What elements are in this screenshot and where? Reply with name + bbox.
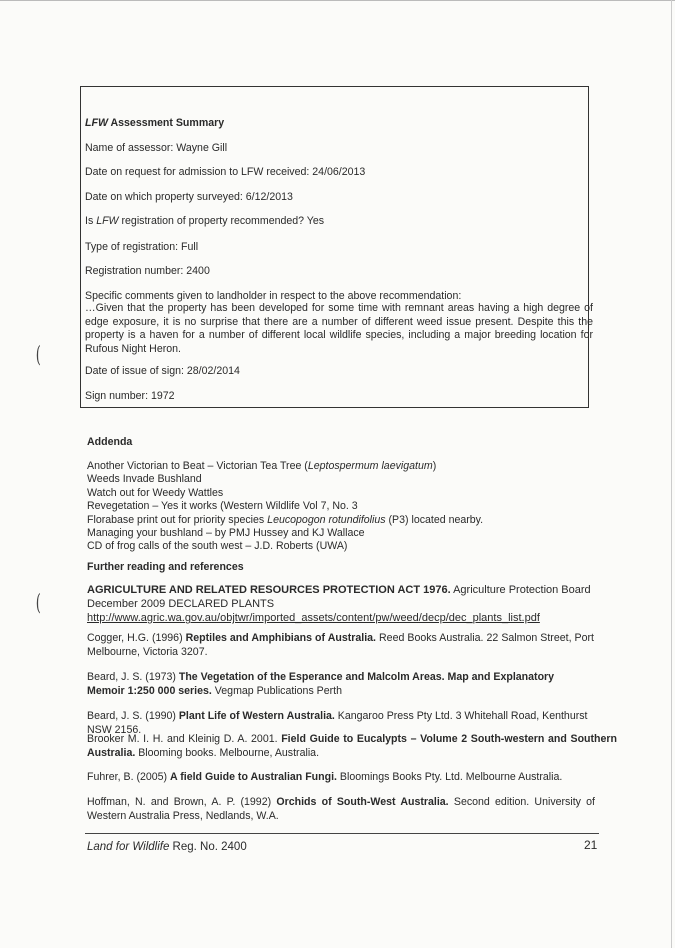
reference-pre: Hoffman, N. and Brown, A. P. (1992): [87, 796, 277, 808]
date-request: Date on request for admission to LFW rec…: [85, 166, 366, 178]
comments-heading: Specific comments given to landholder in…: [85, 290, 462, 302]
addenda-item-text: Revegetation – Yes it works (Western Wil…: [87, 500, 358, 513]
assessment-title-rest: Assessment Summary: [107, 117, 225, 129]
top-scan-edge: [0, 0, 675, 1]
reference-rest: Agriculture Protection Board: [450, 584, 591, 596]
assessment-title: LFW Assessment Summary: [85, 117, 593, 131]
addenda-item: Managing your bushland – by PMJ Hussey a…: [87, 527, 587, 540]
footer-rest: Reg. No. 2400: [169, 841, 247, 853]
recommended-italic: LFW: [96, 215, 119, 227]
reference-pre: Beard, J. S. (1990): [87, 710, 179, 722]
assessment-title-italic: LFW: [85, 117, 108, 129]
addenda-item-italic: Leucopogon rotundifolius: [267, 513, 386, 526]
sign-number: Sign number: 1972: [85, 390, 175, 402]
further-reading-heading: Further reading and references: [87, 561, 244, 573]
registration-type: Type of registration: Full: [85, 241, 199, 253]
reference-bold: Orchids of South-West Australia.: [276, 796, 449, 808]
reference-bold: The Vegetation of the Esperance and Malc…: [87, 671, 555, 697]
addenda-item-text: Another Victorian to Beat – Victorian Te…: [87, 460, 308, 472]
footer-italic: Land for Wildlife: [87, 841, 170, 853]
recommended-post: registration of property recommended? Ye…: [118, 215, 325, 227]
assessor-name: Name of assessor: Wayne Gill: [85, 142, 228, 154]
reference-post: Blooming books. Melbourne, Australia.: [135, 746, 320, 759]
reference-pre: Cogger, H.G. (1996): [87, 632, 186, 644]
right-scan-edge: [671, 0, 672, 948]
addenda-item-text: Managing your bushland – by PMJ Hussey a…: [87, 526, 365, 539]
date-surveyed: Date on which property surveyed: 6/12/20…: [85, 191, 293, 203]
addenda-item-text: Watch out for Weedy Wattles: [87, 486, 224, 499]
addenda-item: Another Victorian to Beat – Victorian Te…: [87, 460, 587, 473]
comments-body: …Given that the property has been develo…: [85, 302, 593, 355]
reference-url-link[interactable]: http://www.agric.wa.gov.au/objtwr/import…: [87, 612, 540, 625]
reference-pre: Brooker M. I. H. and Kleinig D. A. 2001.: [87, 733, 282, 745]
footer-reg: Land for Wildlife Reg. No. 2400: [87, 840, 247, 855]
reference-post: Bloomings Books Pty. Ltd. Melbourne Aust…: [336, 771, 563, 783]
reference-pre: Beard, J. S. (1973): [87, 671, 179, 683]
addenda-list: Another Victorian to Beat – Victorian Te…: [87, 460, 587, 554]
addenda-item: Revegetation – Yes it works (Western Wil…: [87, 500, 587, 513]
reference-item: Brooker M. I. H. and Kleinig D. A. 2001.…: [87, 733, 617, 760]
addenda-item-text: Florabase print out for priority species: [87, 513, 268, 526]
reference-bold: Field Guide to Eucalypts – Volume 2 Sout…: [87, 733, 617, 759]
reference-item: Beard, J. S. (1973) The Vegetation of th…: [87, 671, 594, 698]
addenda-item-text: Weeds Invade Bushland: [87, 473, 202, 486]
reference-item: AGRICULTURE AND RELATED RESOURCES PROTEC…: [87, 583, 597, 625]
addenda-item-text: CD of frog calls of the south west – J.D…: [87, 540, 348, 553]
addenda-item-post: (P3) located nearby.: [385, 513, 484, 526]
addenda-item: CD of frog calls of the south west – J.D…: [87, 540, 587, 553]
reference-bold: AGRICULTURE AND RELATED RESOURCES PROTEC…: [87, 584, 451, 596]
reference-post: Vegmap Publications Perth: [211, 684, 343, 697]
reference-post: Kangaroo Press Pty Ltd. 3 Whitehall Road…: [334, 710, 588, 722]
date-of-sign: Date of issue of sign: 28/02/2014: [85, 365, 240, 377]
addenda-item-post: ): [432, 460, 437, 472]
reference-post: Second edition. University of Western Au…: [87, 796, 596, 822]
recommended-pre: Is: [85, 215, 97, 227]
addenda-item-italic: Leptospermum laevigatum: [307, 460, 433, 472]
addenda-item: Florabase print out for priority species…: [87, 514, 587, 527]
reference-line2: NSW 2156.: [87, 723, 142, 736]
reference-bold: Plant Life of Western Australia.: [178, 710, 335, 722]
page-number: 21: [584, 838, 598, 852]
reference-item: Hoffman, N. and Brown, A. P. (1992) Orch…: [87, 796, 595, 823]
reference-line2: December 2009 DECLARED PLANTS: [87, 598, 275, 611]
addenda-item: Watch out for Weedy Wattles: [87, 487, 587, 500]
reference-item: Beard, J. S. (1990) Plant Life of Wester…: [87, 710, 594, 737]
reference-item: Cogger, H.G. (1996) Reptiles and Amphibi…: [87, 632, 594, 659]
margin-bracket: (: [35, 343, 41, 368]
footer-rule: [85, 833, 599, 834]
reference-item: Fuhrer, B. (2005) A field Guide to Austr…: [87, 771, 597, 785]
reference-bold: A field Guide to Australian Fungi.: [170, 771, 337, 783]
assessment-summary-box: [80, 86, 589, 408]
addenda-item: Weeds Invade Bushland: [87, 473, 587, 486]
reference-bold: Reptiles and Amphibians of Australia.: [185, 632, 376, 644]
margin-bracket: (: [35, 591, 41, 616]
addenda-heading: Addenda: [87, 436, 133, 448]
reference-post: Reed Books Australia. 22 Salmon Street, …: [87, 632, 594, 658]
registration-number: Registration number: 2400: [85, 265, 210, 277]
reference-pre: Fuhrer, B. (2005): [87, 771, 171, 783]
registration-recommended: Is LFW registration of property recommen…: [85, 215, 593, 229]
